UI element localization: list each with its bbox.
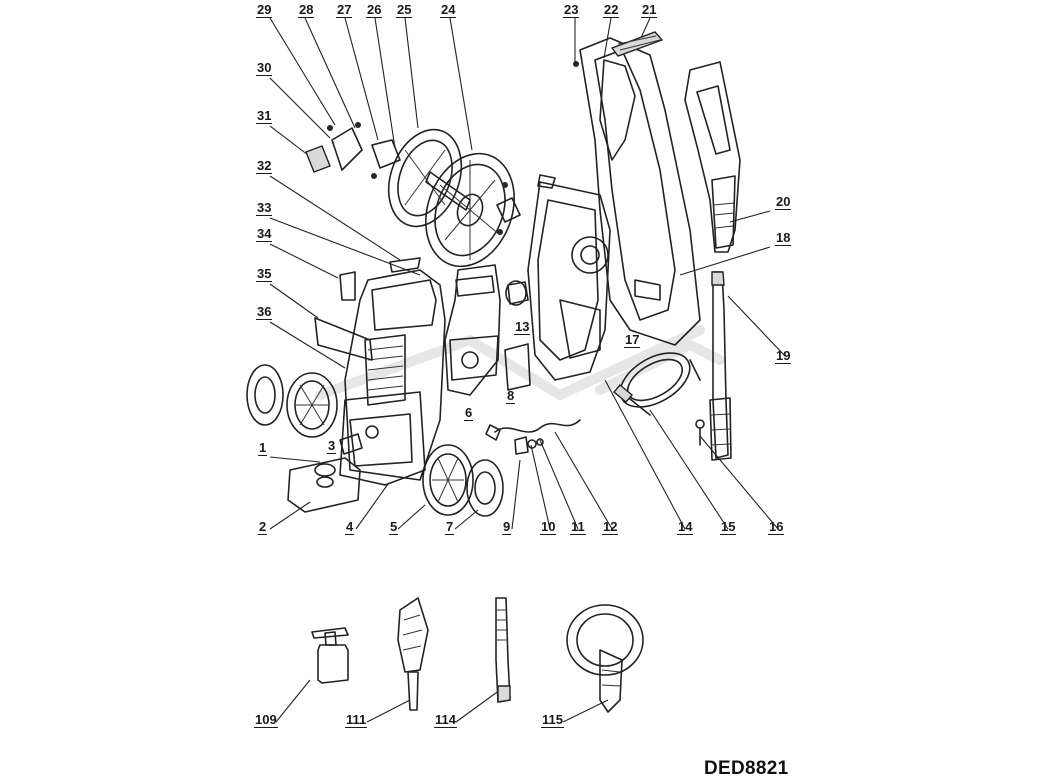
label-114: 114 (434, 712, 457, 728)
label-3: 3 (327, 438, 337, 454)
label-35: 35 (256, 266, 273, 282)
water-tank (287, 433, 363, 513)
label-26: 26 (366, 2, 383, 18)
label-6: 6 (464, 405, 474, 421)
label-12: 12 (602, 519, 619, 535)
label-115: 115 (541, 712, 564, 728)
label-32: 32 (256, 158, 273, 174)
label-28: 28 (298, 2, 315, 18)
label-15: 15 (720, 519, 737, 535)
label-29: 29 (256, 2, 273, 18)
patio-cleaner (566, 604, 644, 713)
lance (709, 271, 732, 461)
label-22: 22 (603, 2, 620, 18)
cable-and-fittings (485, 419, 581, 455)
rear-housing (527, 31, 701, 381)
label-17: 17 (624, 332, 641, 348)
label-18: 18 (775, 230, 792, 246)
label-5: 5 (389, 519, 399, 535)
label-109: 109 (254, 712, 278, 728)
hose (613, 352, 701, 416)
label-36: 36 (256, 304, 273, 320)
label-11: 11 (570, 519, 586, 535)
label-21: 21 (641, 2, 658, 18)
label-24: 24 (440, 2, 457, 18)
label-23: 23 (563, 2, 580, 18)
cleaning-pin (695, 419, 705, 446)
label-20: 20 (775, 194, 792, 210)
leader-lines (269, 17, 786, 723)
spray-gun (684, 61, 741, 253)
rotary-lance (495, 597, 511, 703)
label-19: 19 (775, 348, 792, 364)
label-10: 10 (540, 519, 557, 535)
label-27: 27 (336, 2, 353, 18)
label-33: 33 (256, 200, 273, 216)
label-8: 8 (506, 388, 516, 404)
label-13: 13 (514, 319, 531, 335)
wheels (246, 364, 504, 517)
label-25: 25 (396, 2, 413, 18)
label-31: 31 (256, 108, 273, 124)
label-14: 14 (677, 519, 694, 535)
model-number: DED8821 (704, 758, 789, 779)
label-111: 111 (345, 712, 368, 728)
watermark (315, 325, 725, 401)
label-1: 1 (258, 440, 268, 456)
label-16: 16 (768, 519, 785, 535)
label-30: 30 (256, 60, 273, 76)
label-2: 2 (258, 519, 268, 535)
brush-accessory (397, 597, 429, 711)
detergent-bottle (311, 627, 349, 684)
label-34: 34 (256, 226, 273, 242)
label-9: 9 (502, 519, 512, 535)
hose-reel-assembly (305, 122, 521, 268)
label-4: 4 (345, 519, 355, 535)
label-7: 7 (445, 519, 455, 535)
pump-assembly (444, 264, 531, 396)
